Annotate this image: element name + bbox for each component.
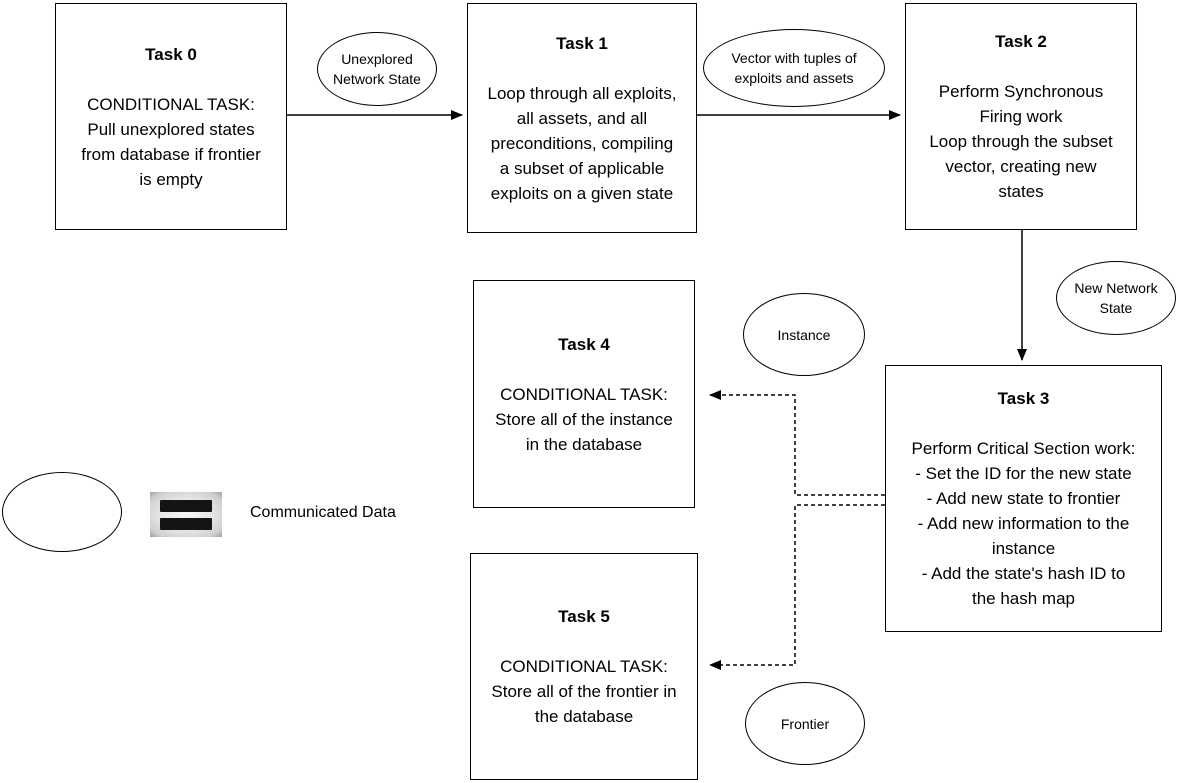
task4-description: CONDITIONAL TASK: Store all of the insta… xyxy=(495,384,673,454)
equals-icon-bar-top xyxy=(160,499,212,512)
task0-node: Task 0 CONDITIONAL TASK: Pull unexplored… xyxy=(55,3,287,230)
task3-description: Perform Critical Section work: - Set the… xyxy=(911,439,1136,608)
task3-node: Task 3 Perform Critical Section work: - … xyxy=(885,365,1162,632)
dashed-arrow-task3-to-task5 xyxy=(709,504,885,670)
task2-description: Perform Synchronous Firing work Loop thr… xyxy=(929,82,1113,201)
task5-node: Task 5 CONDITIONAL TASK: Store all of th… xyxy=(470,553,698,780)
data-ellipse-frontier: Frontier xyxy=(745,682,865,765)
data-ellipse-vector-tuples: Vector with tuples of exploits and asset… xyxy=(703,29,885,107)
task1-description: Loop through all exploits, all assets, a… xyxy=(487,83,677,203)
legend-label: Communicated Data xyxy=(250,504,396,521)
equals-icon-bar-bottom xyxy=(160,517,212,530)
task5-title: Task 5 xyxy=(558,607,610,626)
task4-node: Task 4 CONDITIONAL TASK: Store all of th… xyxy=(473,280,695,508)
task0-description: CONDITIONAL TASK: Pull unexplored states… xyxy=(81,94,261,189)
data-ellipse-unexplored-network-state: Unexplored Network State xyxy=(317,32,437,106)
task0-title: Task 0 xyxy=(145,44,197,64)
task1-title: Task 1 xyxy=(556,33,608,53)
task5-description: CONDITIONAL TASK: Store all of the front… xyxy=(491,657,677,726)
dashed-arrow-task3-to-task4 xyxy=(709,390,885,496)
task4-title: Task 4 xyxy=(558,334,610,354)
data-ellipse-instance: Instance xyxy=(743,293,865,376)
task2-node: Task 2 Perform Synchronous Firing work L… xyxy=(905,3,1137,230)
task3-title: Task 3 xyxy=(997,389,1050,408)
task2-title: Task 2 xyxy=(995,32,1047,51)
data-ellipse-new-network-state: New Network State xyxy=(1056,261,1176,335)
legend-ellipse-symbol xyxy=(2,472,122,552)
equals-icon xyxy=(150,492,222,537)
task1-node: Task 1 Loop through all exploits, all as… xyxy=(467,3,697,233)
